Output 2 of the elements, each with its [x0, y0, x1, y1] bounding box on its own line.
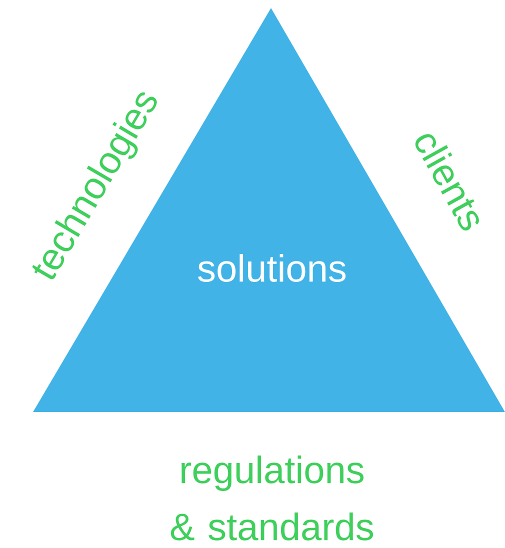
side-label: clients: [415, 134, 479, 231]
side-label: regulations & standards: [170, 456, 374, 540]
